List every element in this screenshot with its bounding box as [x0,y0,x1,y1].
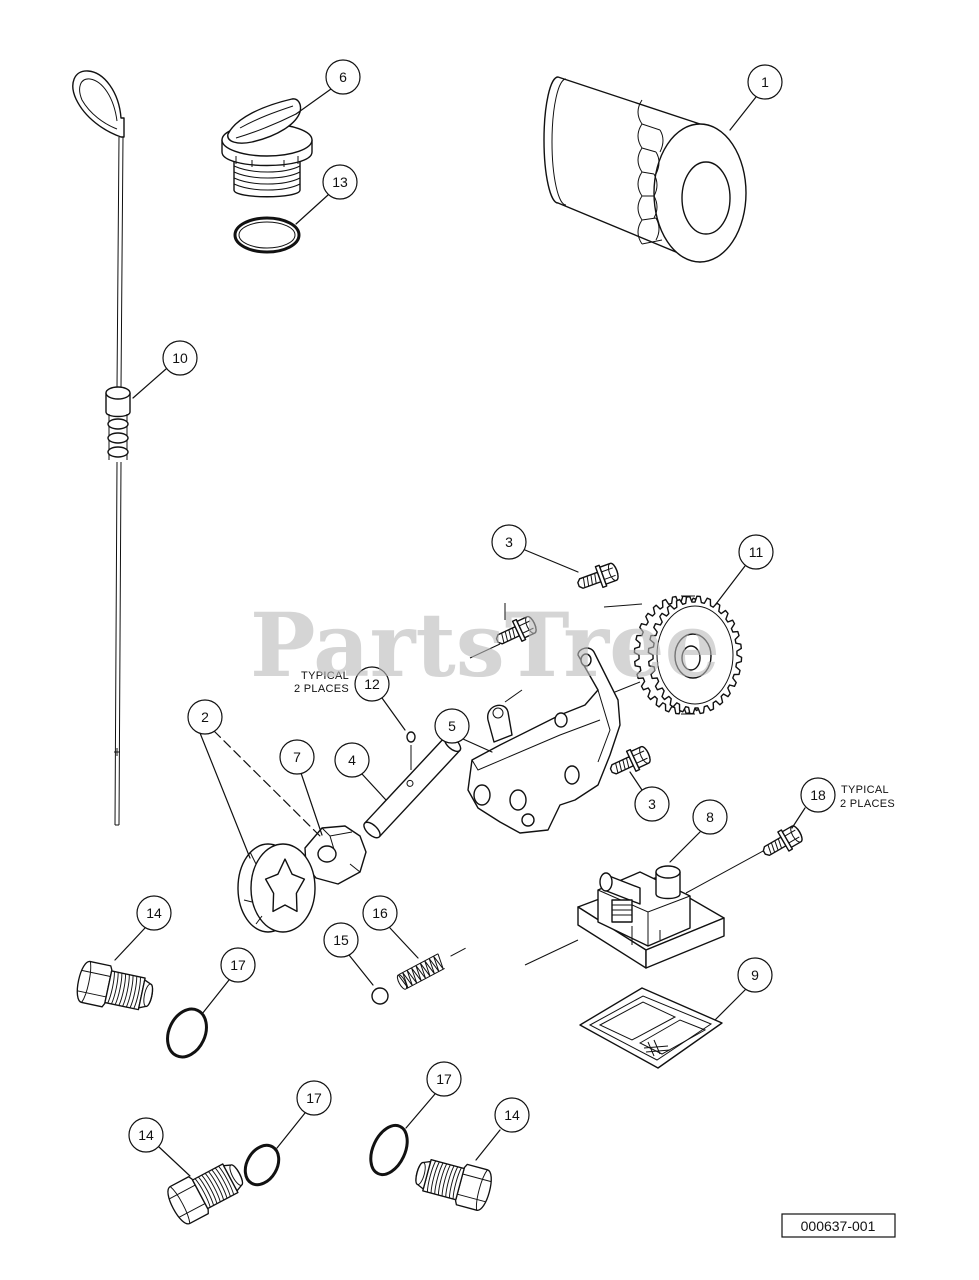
pin-12 [406,731,416,743]
screw-18 [758,821,807,863]
callout-label: 14 [138,1127,154,1143]
callout-label: 14 [504,1107,520,1123]
oil-pump-gear [633,595,743,715]
callout-8: 8 [692,799,728,835]
callout-label: 10 [172,350,188,366]
callout-14-lower-left: 14 [128,1117,164,1153]
outer-rotor [237,843,316,933]
document-id: 000637-001 [801,1218,876,1234]
callout-13: 13 [322,164,358,200]
callout-14-lower-right: 14 [494,1097,530,1133]
callout-12: 12 [354,666,390,702]
callout-label: 17 [436,1071,452,1087]
callout-label: 11 [749,544,764,560]
callout-label: 17 [306,1090,322,1106]
callout-label: 15 [333,932,349,948]
oring-17-b [243,1143,281,1187]
callout-9: 9 [737,957,773,993]
callout-label: 5 [448,718,456,734]
callout-16: 16 [362,895,398,931]
oring-13 [233,216,301,254]
callout-17-a: 17 [220,947,256,983]
callout-1: 1 [747,64,783,100]
callout-15: 15 [323,922,359,958]
callout-17-b: 17 [296,1080,332,1116]
callout-17-c: 17 [426,1061,462,1097]
dipstick-rod-upper [116,136,124,389]
dipstick-handle-inner [79,78,118,130]
drain-plug-upper-left [73,959,157,1018]
relief-spring [396,947,466,990]
callout-14-upper: 14 [136,895,172,931]
callout-3-upper: 3 [491,524,527,560]
callout-label: 14 [146,905,162,921]
dipstick-tube-fitting [105,386,131,460]
callout-label: 2 [201,709,209,725]
callout-label: 9 [751,967,759,983]
check-ball [371,987,389,1005]
callout-label: 4 [348,752,356,768]
callout-label: 3 [505,534,513,550]
callout-11: 11 [738,534,774,570]
gasket [579,987,723,1069]
callout-label: 6 [339,69,347,85]
bolt-3-lower [605,742,654,782]
callout-label: 18 [810,787,826,803]
callout-10: 10 [162,340,198,376]
oring-17-c [369,1123,409,1177]
drain-plug-lower-right [410,1151,496,1213]
drain-plug-lower-left [162,1154,251,1228]
dipstick-rod-lower [114,461,122,826]
watermark: PartsTree [250,593,720,697]
bolt-3-upper [574,559,622,596]
relief-valve [577,865,725,969]
callout-label: 12 [364,676,380,692]
callout-label: 16 [372,905,388,921]
dipstick-handle-loop [72,70,125,138]
callout-6: 6 [325,59,361,95]
pump-bracket [467,647,621,834]
callout-18: 18 [800,777,836,813]
note-line-1: TYPICAL [841,784,889,796]
document-id-box: 000637-001 [781,1213,896,1238]
oring-17-a [166,1007,208,1059]
callout-2: 2 [187,699,223,735]
callout-3-lower: 3 [634,786,670,822]
callout-label: 8 [706,809,714,825]
callout-label: 13 [332,174,348,190]
dipstick-level-mark [114,748,120,756]
callout-label: 3 [648,796,656,812]
dipstick [72,70,131,826]
callout-label: 7 [293,749,301,765]
note-line-1: TYPICAL [301,670,349,682]
pump-shaft [363,735,462,839]
note-line-2: 2 PLACES [840,798,895,810]
callout-4: 4 [334,742,370,778]
oil-fill-cap [221,98,313,198]
alignment-lines [410,603,766,966]
callout-5: 5 [434,708,470,744]
callout-7: 7 [279,739,315,775]
note-typical-screw: TYPICAL 2 PLACES [840,784,895,810]
callout-label: 17 [230,957,246,973]
callout-label: 1 [761,74,769,90]
note-typical-pin: TYPICAL 2 PLACES [294,670,349,695]
note-line-2: 2 PLACES [294,683,349,695]
oil-filter [543,76,747,263]
leader-lines [114,88,806,1177]
